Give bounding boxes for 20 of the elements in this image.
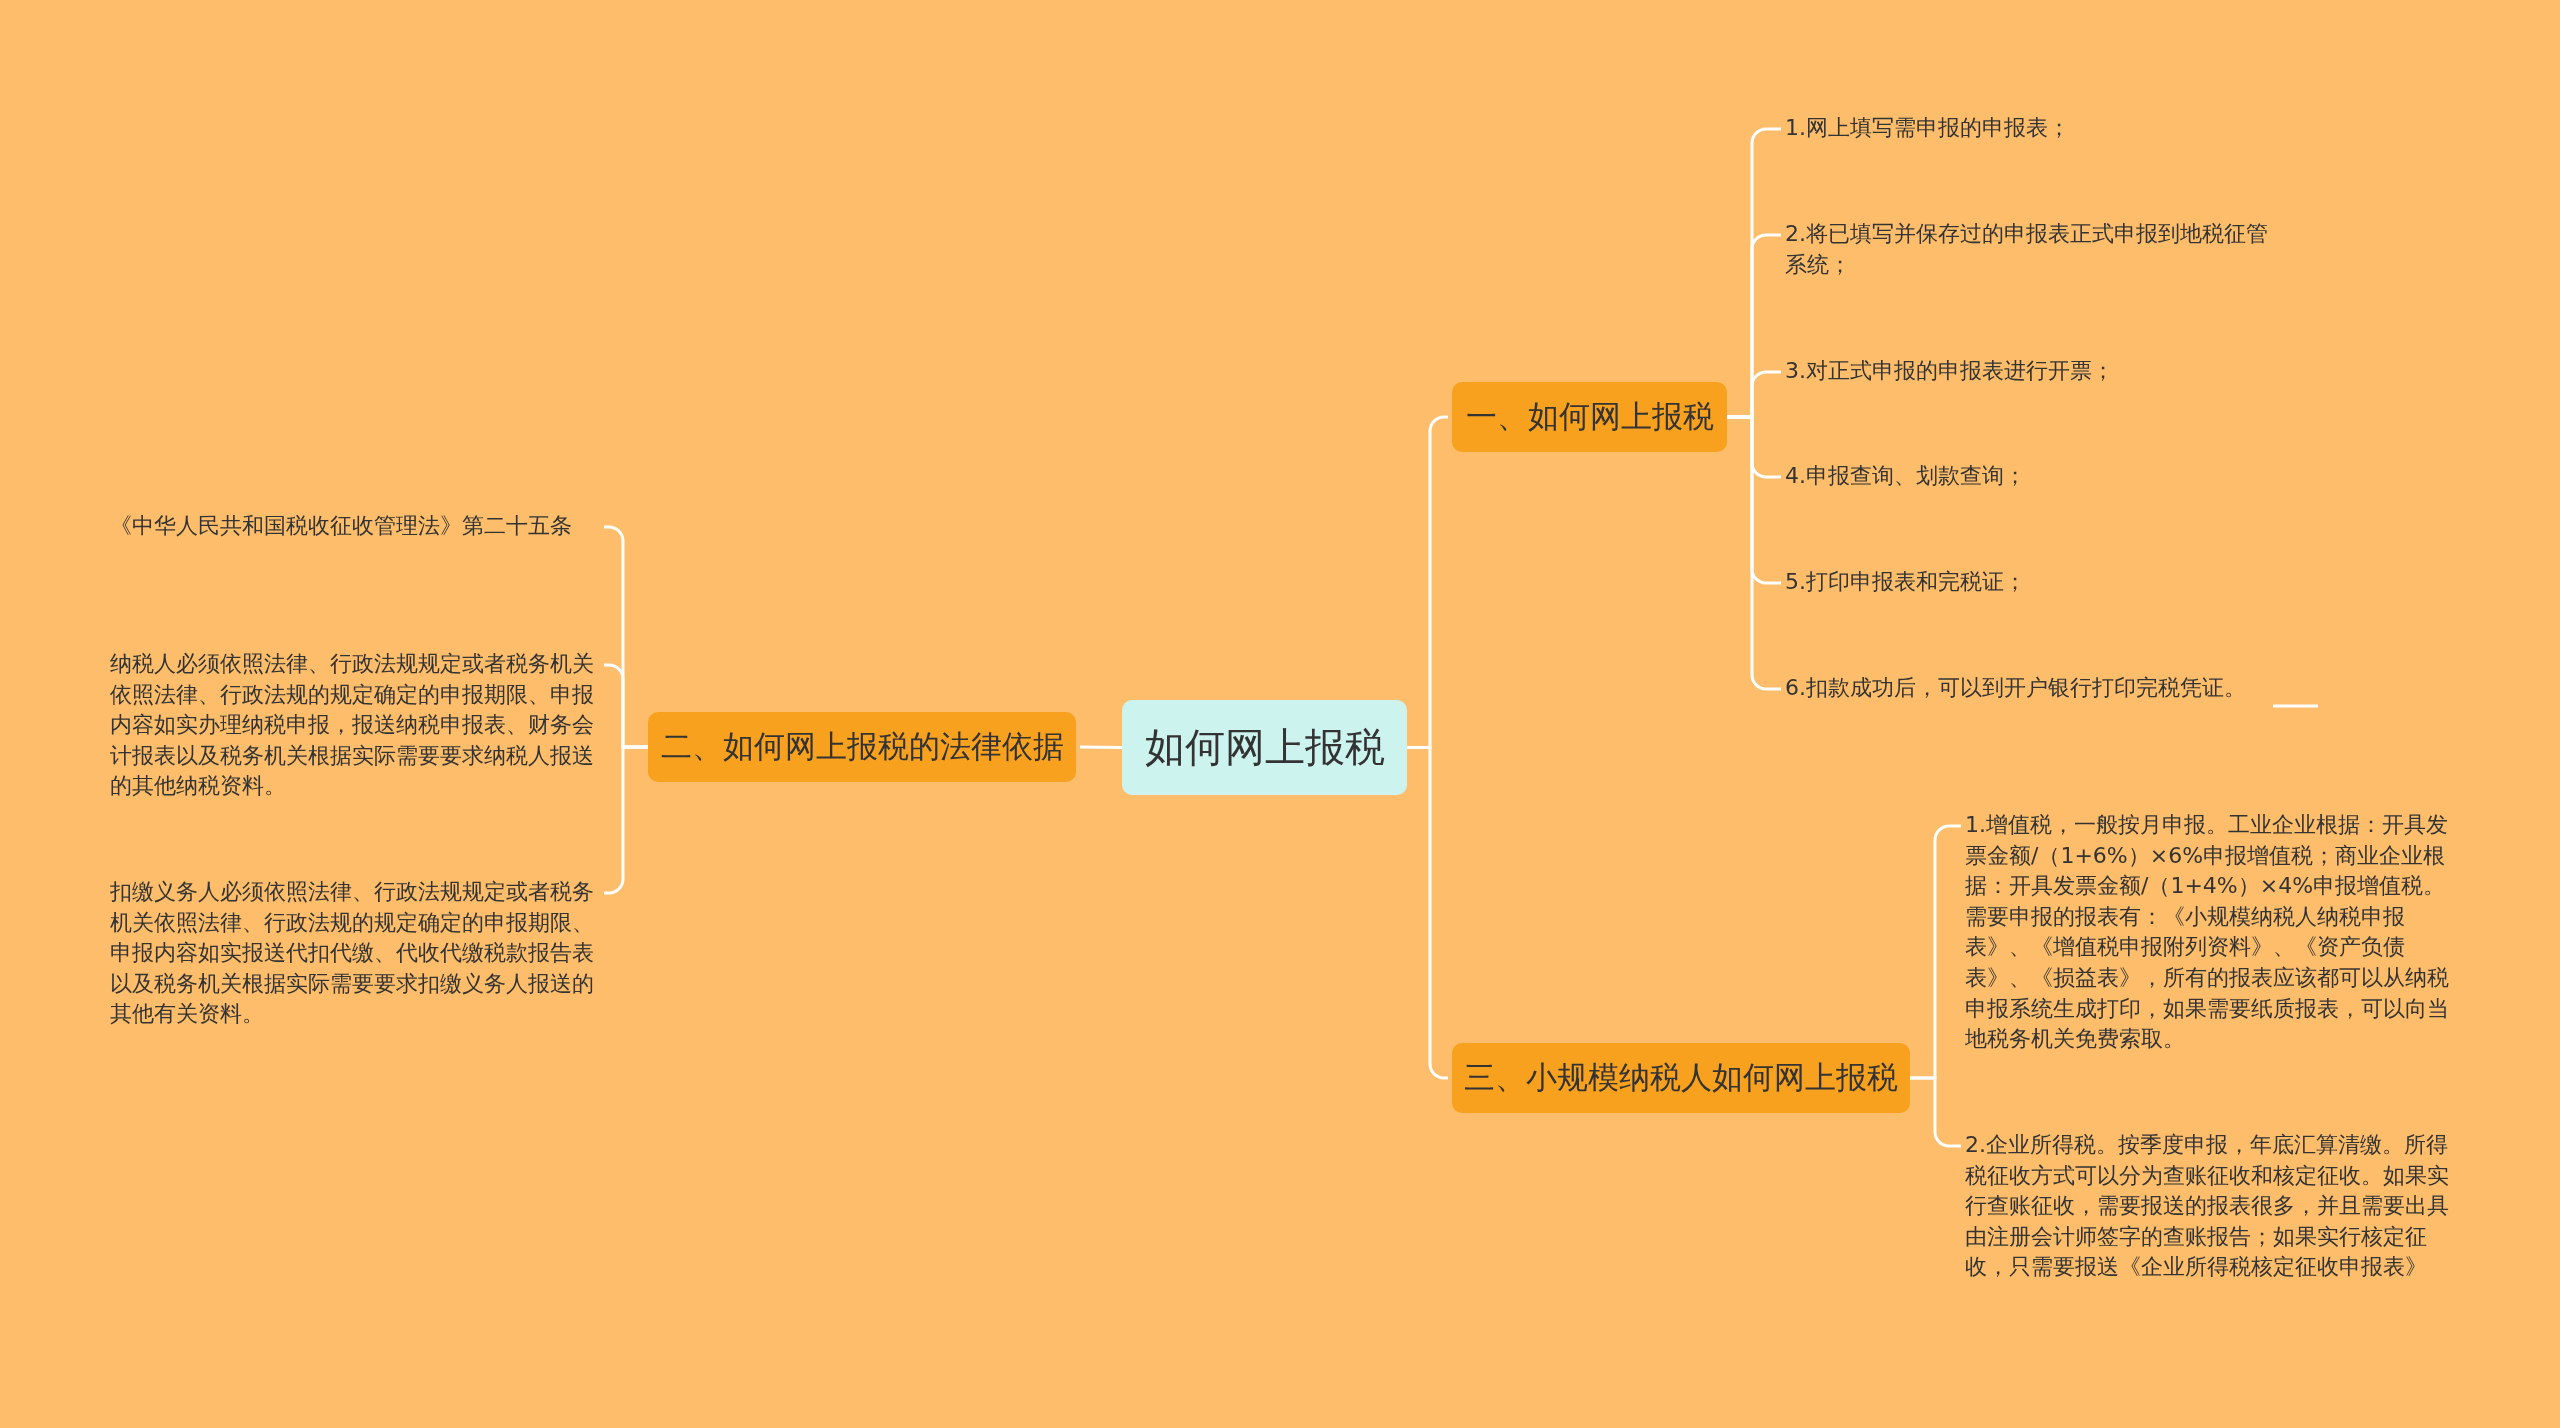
branch-topic: 一、如何网上报税 — [1452, 382, 1727, 452]
connector-line — [1910, 1076, 1961, 1148]
leaf-text: 1.网上填写需申报的申报表； — [1785, 113, 2275, 144]
leaf-text: 3.对正式申报的申报表进行开票； — [1785, 356, 2275, 387]
branch-topic: 二、如何网上报税的法律依据 — [648, 712, 1076, 782]
leaf-text: 2.将已填写并保存过的申报表正式申报到地税征管系统； — [1785, 219, 2275, 281]
leaf-text: 6.扣款成功后，可以到开户银行打印完税凭证。 — [1785, 673, 2275, 704]
leaf-text: 扣缴义务人必须依照法律、行政法规规定或者税务机关依照法律、行政法规的规定确定的申报期限、申报内容如实报送代扣代缴、代收代缴税款报告表以及税务机关根据实际需要要求扣缴义务人报送的其他有关资料。 — [110, 877, 600, 1030]
connector-line — [1407, 746, 1448, 1080]
leaf-text: 《中华人民共和国税收征收管理法》第二十五条 — [110, 511, 600, 542]
connector-line — [1080, 745, 1122, 749]
connector-line — [604, 745, 648, 895]
leaf-text: 2.企业所得税。按季度申报，年底汇算清缴。所得税征收方式可以分为查账征收和核定征收。如果实行查账征收，需要报送的报表很多，并且需要出具由注册会计师签字的查账报告；如果实行核定征收，只需要报送《企业所得税核定征收申报表》 — [1965, 1130, 2455, 1283]
leaf-text: 1.增值税，一般按月申报。工业企业根据：开具发票金额/（1+6%）×6%申报增值税；商业企业根据：开具发票金额/（1+4%）×4%申报增值税。需要申报的报表有：《小规模纳税人纳税申报表》、《增值税申报附列资料》、《资产负债表》、《损益表》，所有的报表应该都可以从纳税申报系统生成打印，如果需要纸质报表，可以向当地税务机关免费索取。 — [1965, 810, 2455, 1055]
leaf-text: 纳税人必须依照法律、行政法规规定或者税务机关依照法律、行政法规的规定确定的申报期限、申报内容如实办理纳税申报，报送纳税申报表、财务会计报表以及税务机关根据实际需要要求纳税人报送的其他纳税资料。 — [110, 649, 600, 802]
leaf-text: 4.申报查询、划款查询； — [1785, 461, 2275, 492]
connector-line — [1727, 415, 1781, 691]
central-topic: 如何网上报税 — [1122, 700, 1407, 795]
branch-topic: 三、小规模纳税人如何网上报税 — [1452, 1043, 1910, 1113]
leaf-text: 5.打印申报表和完税证； — [1785, 567, 2275, 598]
